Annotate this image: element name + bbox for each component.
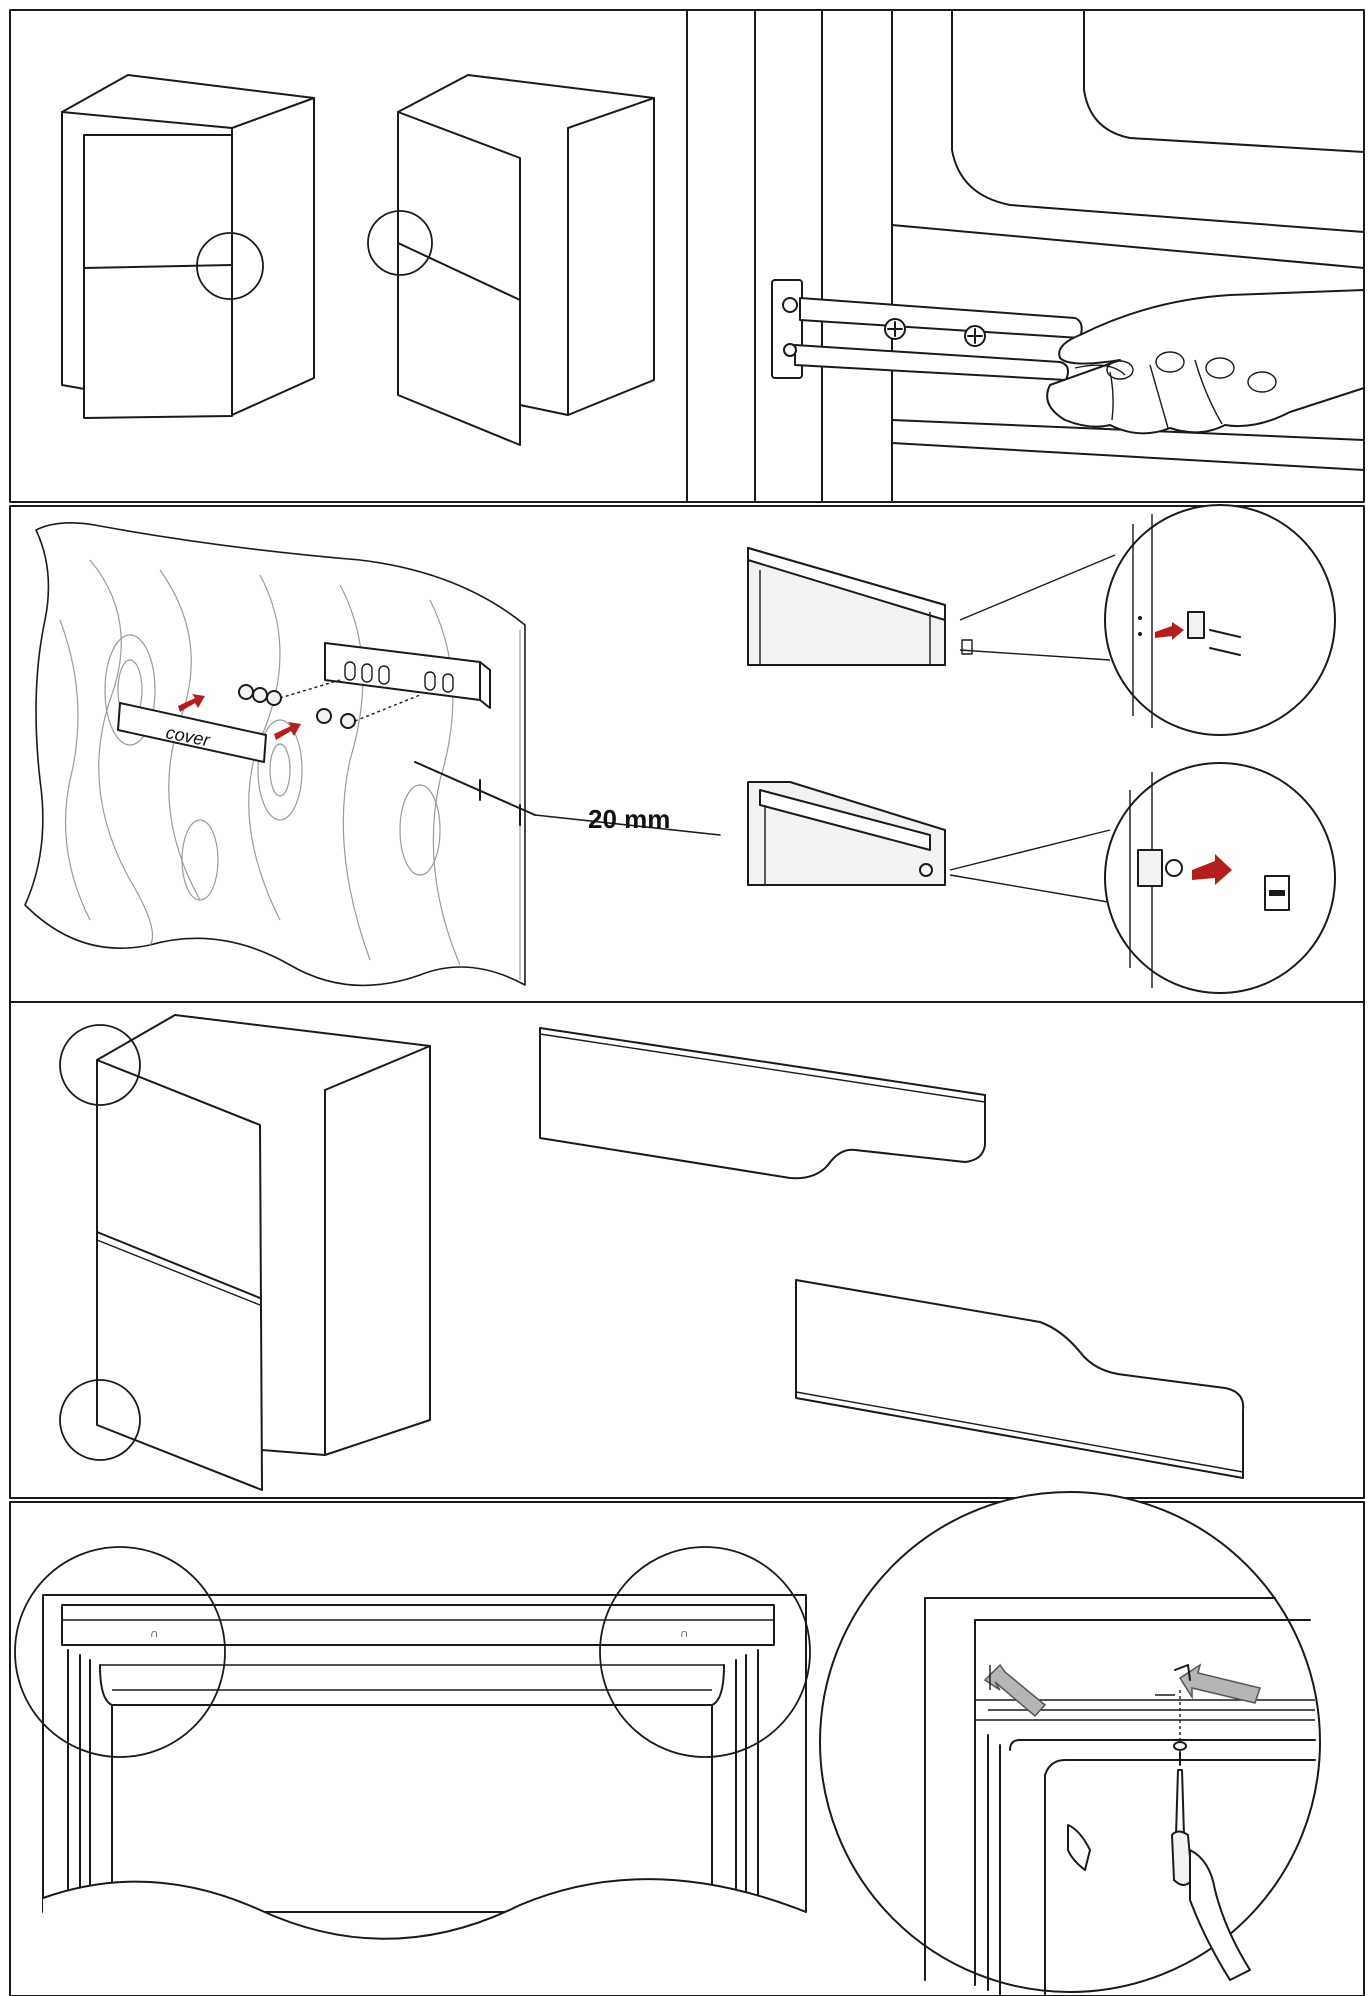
hand-icon — [1046, 289, 1365, 435]
screw-icon — [238, 679, 421, 729]
wooden-door-panel — [24, 522, 526, 987]
trim-strip-upper — [539, 1027, 986, 1180]
magnifier-circle-icon — [1104, 504, 1336, 736]
detail-circle — [59, 1024, 141, 1106]
cover-strip: cover — [117, 702, 267, 763]
dimension-20mm: 20 mm — [414, 761, 721, 836]
arrow-red-icon — [178, 694, 205, 712]
panel-door-frame: ∩ ∩ — [9, 1491, 1365, 1996]
arrow-grey-icon — [983, 1663, 1047, 1718]
magnifier-circle-icon — [819, 1491, 1321, 1993]
arrow-red-icon — [274, 722, 301, 740]
panel-door-orientation — [9, 9, 688, 503]
detail-circle — [599, 1546, 811, 1758]
door-frame: ∩ ∩ — [14, 1546, 811, 1940]
panel-trim-strips — [9, 1001, 1365, 1499]
detail-circle — [14, 1546, 226, 1758]
panel-slide-rail — [686, 9, 1365, 503]
slide-rail — [771, 279, 1083, 381]
door-hinge-detail-bottom — [747, 762, 1336, 994]
trim-strip-lower — [795, 1279, 1245, 1479]
hinge-icon — [1137, 849, 1163, 887]
arrow-grey-icon — [1178, 1663, 1261, 1704]
hinge-icon — [1187, 611, 1205, 639]
zoom-detail — [819, 1491, 1321, 1996]
panel-wooden-door-mounting: cover 20 mm — [9, 504, 1365, 1003]
svg-text:∩: ∩ — [680, 1626, 689, 1640]
detail-circle — [367, 210, 433, 276]
gap-label: 20 mm — [588, 804, 670, 834]
hinge-bracket — [324, 642, 491, 709]
fridge-closed — [61, 74, 315, 419]
screwdriver-icon — [1175, 1769, 1185, 1836]
screw-icon — [783, 343, 797, 357]
hand-icon — [1189, 1849, 1251, 1981]
detail-circle — [59, 1379, 141, 1461]
detail-circle — [196, 232, 264, 300]
door-hinge-detail-top — [747, 504, 1336, 736]
screw-icon — [1173, 1741, 1187, 1751]
screw-icon — [782, 297, 798, 313]
svg-text:∩: ∩ — [150, 1626, 159, 1640]
fridge-door-open — [367, 74, 655, 446]
fridge-door-open — [59, 1014, 431, 1491]
